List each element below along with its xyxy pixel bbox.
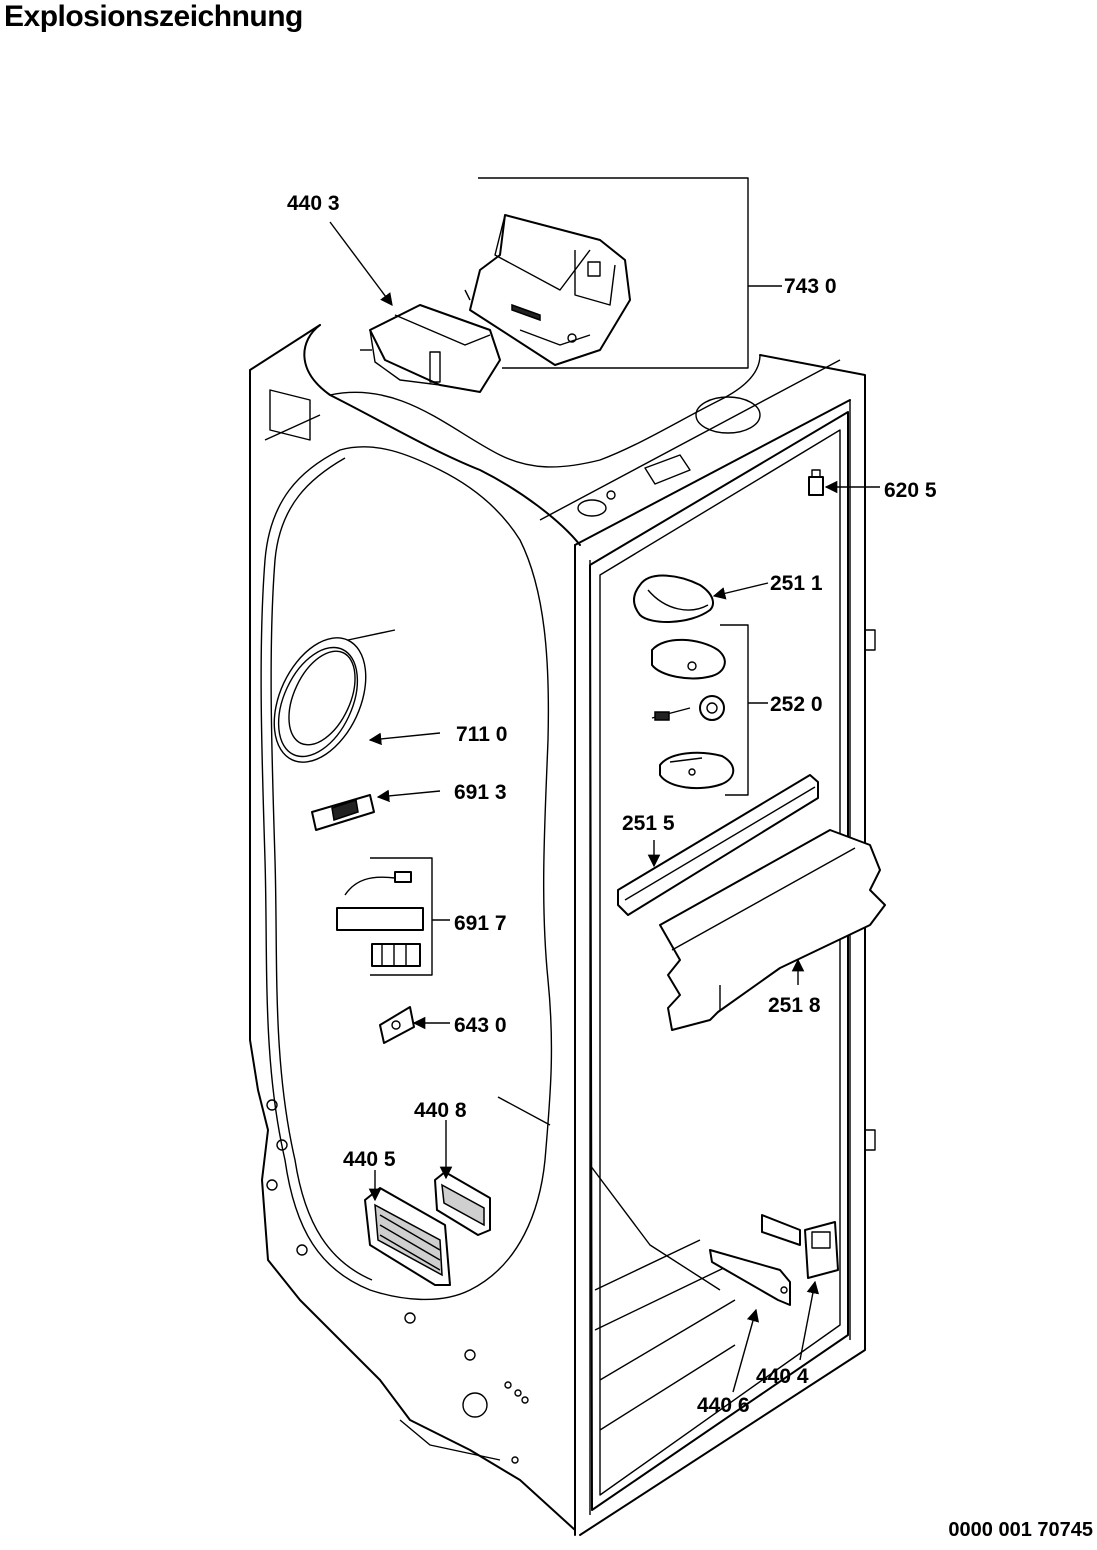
- callout-440-3: 440 3: [287, 192, 340, 215]
- part-251-8-cover-panel: [659, 829, 886, 1031]
- callout-643-0: 643 0: [454, 1014, 507, 1037]
- refrigerator-cabinet: [249, 324, 876, 1536]
- callout-251-5: 251 5: [622, 812, 675, 835]
- part-691-3-strip: [311, 794, 375, 831]
- callout-251-1: 251 1: [770, 572, 823, 595]
- part-691-7-kit: [336, 857, 433, 976]
- part-743-0-bracket: [464, 214, 631, 366]
- callout-252-0: 252 0: [770, 693, 823, 716]
- callout-251-8: 251 8: [768, 994, 821, 1017]
- callout-691-7: 691 7: [454, 912, 507, 935]
- callout-440-5: 440 5: [343, 1148, 396, 1171]
- callout-440-8: 440 8: [414, 1099, 467, 1122]
- part-251-1-lamp-cover: [633, 574, 714, 623]
- part-620-5-clip: [808, 469, 824, 496]
- callout-440-4: 440 4: [756, 1365, 809, 1388]
- callout-labels: 440 3 743 0 620 5 251 1 252 0 711 0 691 …: [287, 192, 937, 1417]
- part-643-0-plate: [379, 1006, 415, 1044]
- callout-691-3: 691 3: [454, 781, 507, 804]
- part-440-4-bracket: [761, 1214, 839, 1279]
- part-440-3-housing: [360, 304, 501, 393]
- part-711-0-coiled-wire: [273, 629, 396, 763]
- callout-711-0: 711 0: [456, 723, 507, 746]
- part-252-0-lamp-assembly: [651, 638, 735, 790]
- callout-440-6: 440 6: [697, 1394, 750, 1417]
- leader-lines: [329, 177, 880, 1393]
- part-251-5-rail: [617, 774, 819, 916]
- callout-620-5: 620 5: [884, 479, 937, 502]
- part-440-6-bracket: [709, 1249, 791, 1306]
- callout-743-0: 743 0: [784, 275, 837, 298]
- part-440-5-grille: [364, 1187, 451, 1286]
- document-number: 0000 001 70745: [948, 1519, 1093, 1541]
- page-title: Explosionszeichnung: [4, 0, 303, 33]
